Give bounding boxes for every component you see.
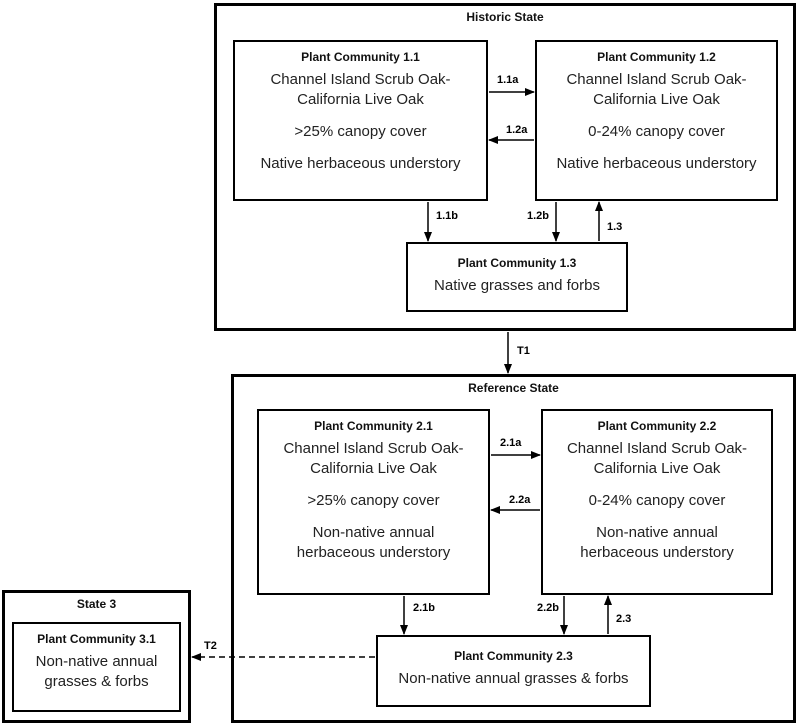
pc-3-1-title: Plant Community 3.1 (37, 632, 156, 646)
plant-community-2-1: Plant Community 2.1 Channel Island Scrub… (257, 409, 490, 595)
pc-1-2-line: California Live Oak (593, 91, 720, 108)
pc-1-2-line: Channel Island Scrub Oak- (566, 71, 747, 88)
label-2-3: 2.3 (616, 613, 632, 625)
label-2-2b: 2.2b (537, 602, 560, 614)
label-2-2a: 2.2a (509, 494, 531, 506)
plant-community-2-2: Plant Community 2.2 Channel Island Scrub… (541, 409, 773, 595)
pc-1-1-line: Native herbaceous understory (260, 155, 461, 172)
pc-1-2-line: 0-24% canopy cover (588, 123, 725, 140)
pc-2-1-line: >25% canopy cover (307, 492, 440, 509)
pc-2-1-line: Non-native annual (312, 524, 435, 541)
pc-1-1-title: Plant Community 1.1 (301, 50, 420, 64)
label-1-1b: 1.1b (436, 210, 459, 222)
pc-2-2-line: Non-native annual (596, 524, 718, 541)
pc-1-1-line: Channel Island Scrub Oak- (270, 71, 451, 88)
label-T1: T1 (517, 345, 530, 357)
plant-community-2-3: Plant Community 2.3 Non-native annual gr… (376, 635, 651, 707)
pc-2-2-line: 0-24% canopy cover (588, 492, 726, 509)
pc-2-3-line: Non-native annual grasses & forbs (398, 670, 629, 687)
pc-1-1-line: >25% canopy cover (294, 123, 427, 140)
label-1-2a: 1.2a (506, 124, 528, 136)
pc-2-1-line: California Live Oak (310, 460, 437, 477)
pc-2-2-title: Plant Community 2.2 (597, 419, 717, 433)
reference-state-title: Reference State (468, 381, 559, 395)
pc-2-1-title: Plant Community 2.1 (314, 419, 433, 433)
state-3-title: State 3 (76, 597, 117, 611)
pc-3-1-line: grasses & forbs (44, 673, 149, 690)
pc-1-3-title: Plant Community 1.3 (457, 256, 577, 270)
label-1-3: 1.3 (607, 221, 623, 233)
plant-community-1-3: Plant Community 1.3 Native grasses and f… (406, 242, 628, 312)
label-2-1a: 2.1a (500, 437, 522, 449)
label-2-1b: 2.1b (413, 602, 436, 614)
pc-2-2-line: California Live Oak (593, 460, 721, 477)
pc-2-2-line: Channel Island Scrub Oak- (566, 440, 748, 457)
plant-community-3-1: Plant Community 3.1 Non-native annual gr… (12, 622, 181, 712)
plant-community-1-2: Plant Community 1.2 Channel Island Scrub… (535, 40, 778, 201)
pc-3-1-line: Non-native annual (35, 653, 158, 670)
pc-1-1-line: California Live Oak (297, 91, 424, 108)
label-1-1a: 1.1a (497, 74, 519, 86)
plant-community-1-1: Plant Community 1.1 Channel Island Scrub… (233, 40, 488, 201)
pc-2-3-title: Plant Community 2.3 (454, 649, 573, 663)
label-T2: T2 (204, 640, 217, 652)
pc-2-2-line: herbaceous understory (580, 544, 734, 561)
pc-2-1-line: herbaceous understory (296, 544, 451, 561)
label-1-2b: 1.2b (527, 210, 550, 222)
pc-1-2-title: Plant Community 1.2 (597, 50, 716, 64)
historic-state-title: Historic State (466, 10, 544, 24)
pc-1-2-line: Native herbaceous understory (556, 155, 757, 172)
pc-2-1-line: Channel Island Scrub Oak- (283, 440, 464, 457)
pc-1-3-line: Native grasses and forbs (434, 277, 600, 294)
